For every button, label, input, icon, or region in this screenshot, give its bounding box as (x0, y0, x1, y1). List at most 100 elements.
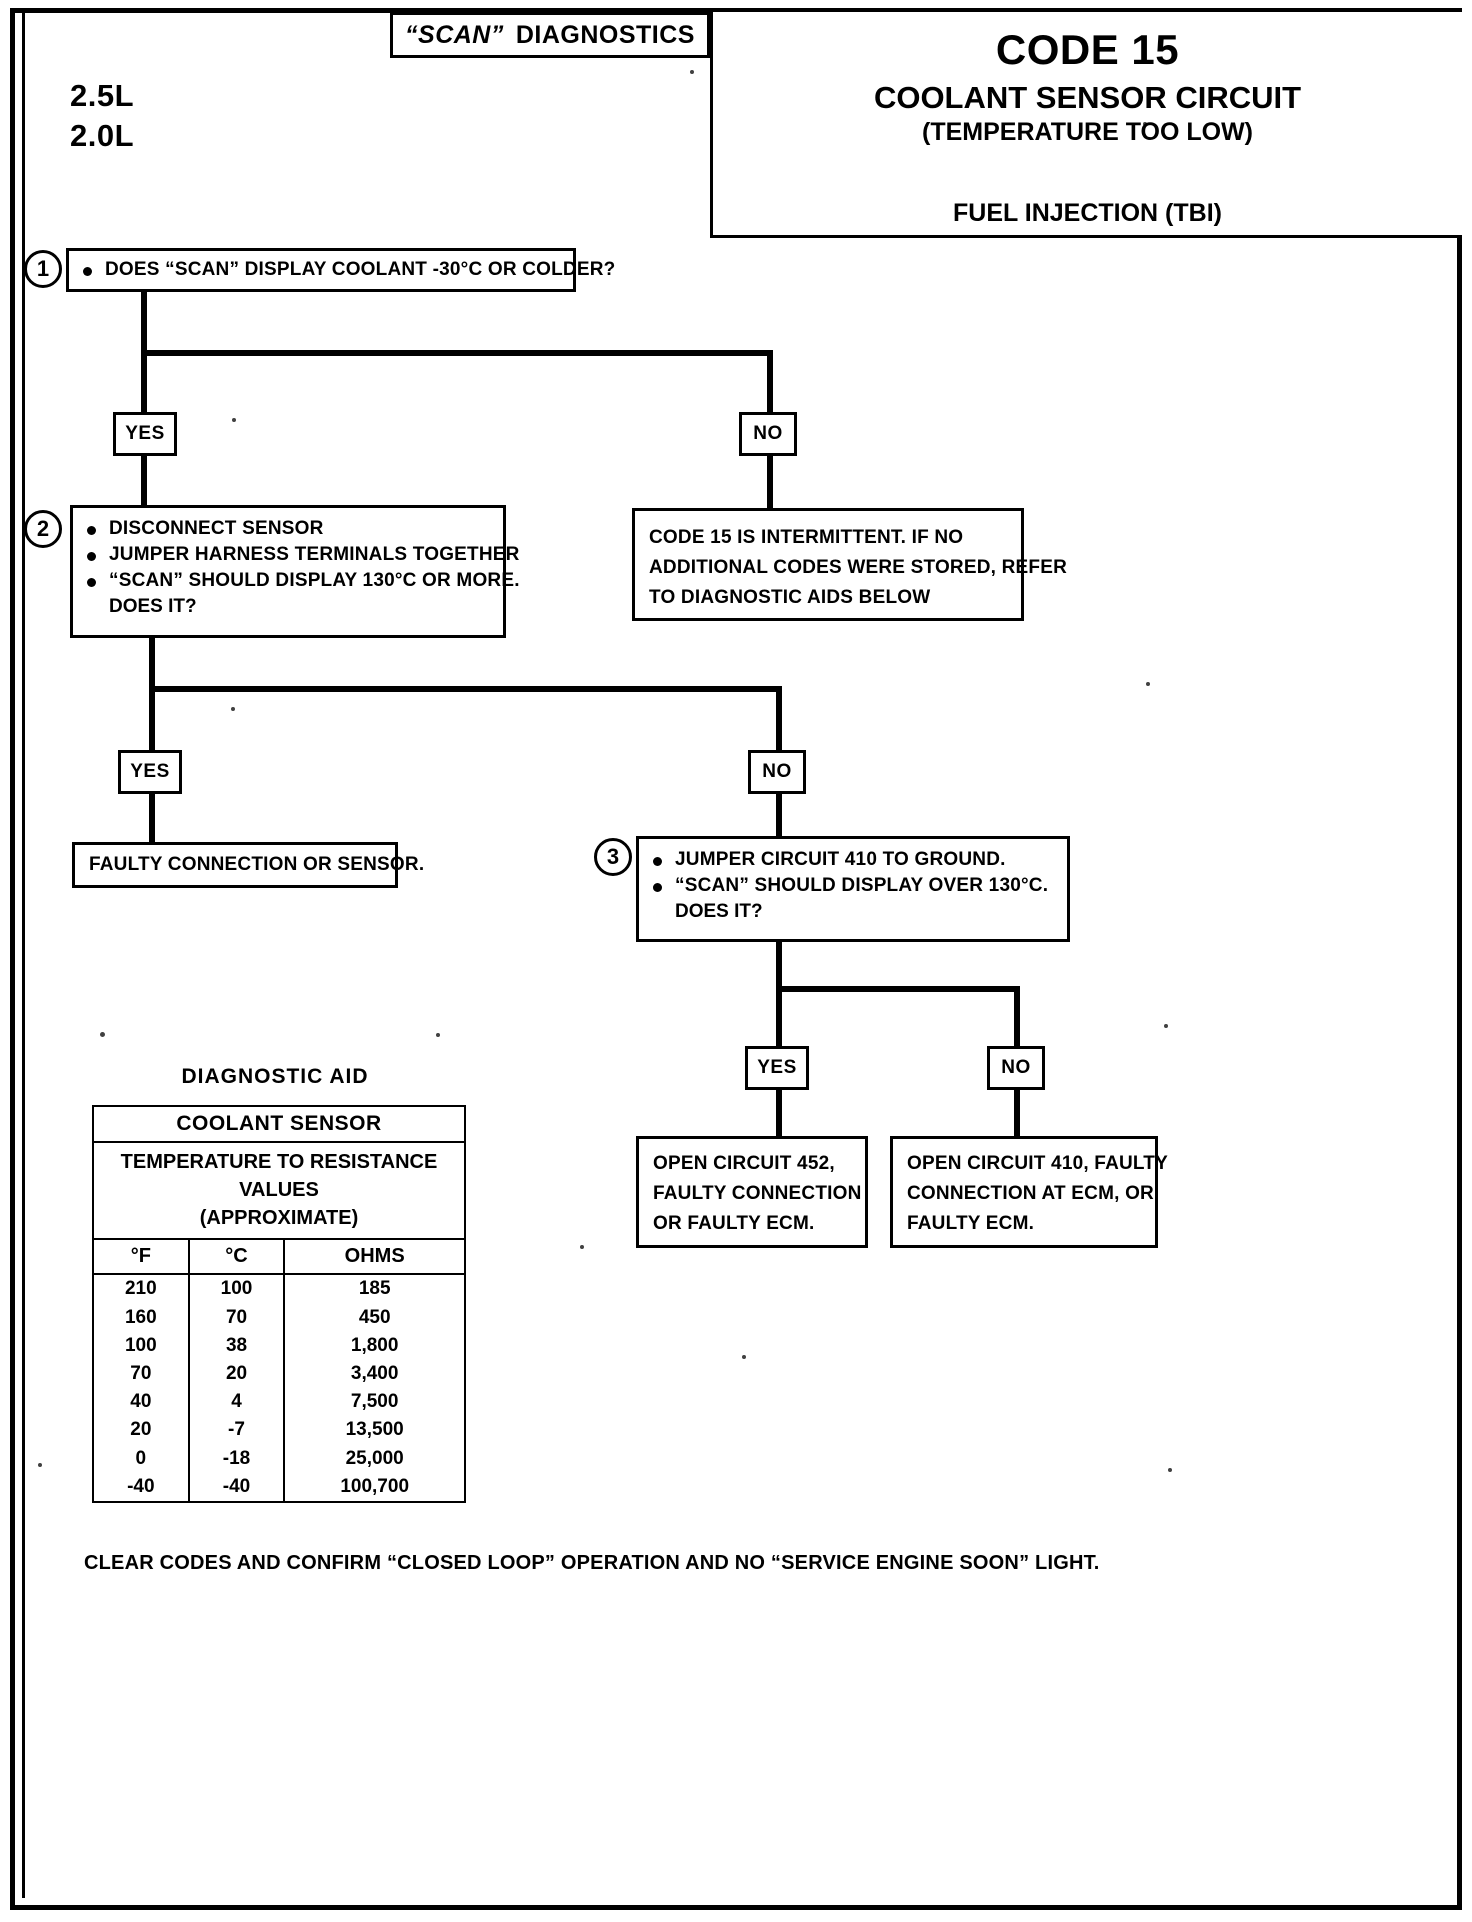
branch-no-1: NO (739, 412, 797, 456)
bullet-icon (73, 568, 109, 594)
result-452-line-2: FAULTY CONNECTION (653, 1183, 862, 1204)
step-3-instruction-2: “SCAN” SHOULD DISPLAY OVER 130°C. (675, 875, 1049, 896)
table-title: COOLANT SENSOR (92, 1104, 466, 1144)
branch-no-1-label: NO (753, 423, 783, 444)
result-452-line-3: OR FAULTY ECM. (653, 1213, 815, 1234)
step-2-number: 2 (36, 516, 50, 541)
code-subtitle-condition: (TEMPERATURE TOO LOW) (922, 118, 1253, 146)
cell-f: 20 (92, 1416, 190, 1445)
cell-c: 70 (187, 1303, 286, 1332)
connector-yes1-to-step2 (141, 456, 147, 512)
scan-word: “SCAN” (405, 20, 504, 49)
result-intermittent-line-1: CODE 15 IS INTERMITTENT. IF NO (649, 527, 964, 548)
page-border (10, 8, 1462, 1910)
result-410-line-3: FAULTY ECM. (907, 1213, 1035, 1234)
code-title: CODE 15 (995, 26, 1180, 73)
cell-f: 100 (92, 1331, 190, 1360)
step-1-number-circle: 1 (24, 250, 62, 288)
branch-yes-2-label: YES (130, 761, 170, 782)
cell-c: -18 (187, 1444, 286, 1473)
result-faulty-connection-box: FAULTY CONNECTION OR SENSOR. (72, 842, 425, 888)
coolant-sensor-resistance-table-wrap: COOLANT SENSOR TEMPERATURE TO RESISTANCE… (92, 1104, 466, 1504)
scan-speckle (690, 70, 694, 74)
connector-yes3-to-result (776, 1090, 782, 1138)
cell-c: -7 (187, 1416, 286, 1445)
connector-no3-to-result (1014, 1090, 1020, 1138)
diagnostics-word: DIAGNOSTICS (515, 20, 695, 49)
scan-speckle (742, 1355, 746, 1359)
column-header-c: °C (187, 1237, 286, 1276)
table-row: -40 -40 100,700 (92, 1472, 466, 1504)
cell-ohms: 25,000 (283, 1444, 466, 1473)
scan-speckle (38, 1463, 42, 1467)
result-intermittent-line-2: ADDITIONAL CODES WERE STORED, REFER (649, 557, 1067, 578)
step-3-instruction-1: JUMPER CIRCUIT 410 TO GROUND. (675, 849, 1006, 870)
branch-no-3: NO (987, 1046, 1045, 1090)
step-2-instruction-2: JUMPER HARNESS TERMINALS TOGETHER (109, 544, 520, 565)
table-subtitle: TEMPERATURE TO RESISTANCE VALUES (APPROX… (92, 1141, 466, 1240)
connector-step1-down (141, 292, 147, 354)
step-1-number: 1 (36, 256, 50, 281)
cell-ohms: 185 (283, 1274, 466, 1304)
step-3-number-circle: 3 (594, 838, 632, 876)
connector-step1-yes-down (141, 350, 147, 412)
cell-c: 38 (187, 1331, 286, 1360)
bullet-spacer (73, 594, 109, 620)
step-1-question: DOES “SCAN” DISPLAY COOLANT -30°C OR COL… (105, 259, 616, 280)
cell-ohms: 1,800 (283, 1331, 466, 1360)
connector-step3-split (776, 986, 1020, 992)
result-410-line-2: CONNECTION AT ECM, OR (907, 1183, 1154, 1204)
table-title-row: COOLANT SENSOR (92, 1104, 466, 1144)
scan-speckle (1164, 1024, 1168, 1028)
connector-no1-to-intermittent (767, 456, 773, 512)
result-faulty-connection-text: FAULTY CONNECTION OR SENSOR. (89, 854, 425, 875)
scan-diagnostics-title-box: “SCAN” DIAGNOSTICS (390, 12, 710, 58)
step-3-box: JUMPER CIRCUIT 410 TO GROUND. “SCAN” SHO… (636, 836, 1070, 942)
connector-step2-no-down (776, 686, 782, 750)
step-1-box: DOES “SCAN” DISPLAY COOLANT -30°C OR COL… (66, 248, 615, 292)
scan-speckle (436, 1033, 440, 1037)
step-2-instruction-1: DISCONNECT SENSOR (109, 518, 324, 539)
result-open-circuit-452-box: OPEN CIRCUIT 452, FAULTY CONNECTION OR F… (636, 1136, 868, 1248)
table-row: 160 70 450 (92, 1303, 466, 1332)
cell-f: 210 (92, 1274, 190, 1304)
cell-c: -40 (187, 1472, 286, 1504)
cell-f: 40 (92, 1388, 190, 1417)
engine-size-20l: 2.0L (70, 118, 135, 153)
table-row: 0 -18 25,000 (92, 1444, 466, 1473)
branch-yes-2: YES (118, 750, 182, 794)
connector-yes2-to-result (149, 794, 155, 844)
scan-speckle (100, 1032, 105, 1037)
bullet-icon (639, 847, 675, 873)
connector-step3-down (776, 942, 782, 992)
bullet-icon (69, 257, 105, 283)
branch-no-2: NO (748, 750, 806, 794)
step-2-question: DOES IT? (109, 596, 197, 617)
result-open-circuit-410-box: OPEN CIRCUIT 410, FAULTY CONNECTION AT E… (890, 1136, 1168, 1248)
scan-speckle (1146, 682, 1150, 686)
step-2-number-circle: 2 (24, 510, 62, 548)
bullet-spacer (639, 899, 675, 925)
result-410-line-1: OPEN CIRCUIT 410, FAULTY (907, 1153, 1168, 1174)
diagnostic-aid-label: DIAGNOSTIC AID (181, 1065, 369, 1088)
cell-c: 4 (187, 1388, 286, 1417)
coolant-sensor-resistance-table: COOLANT SENSOR TEMPERATURE TO RESISTANCE… (92, 1104, 466, 1504)
column-header-f: °F (92, 1237, 190, 1276)
footer-note: CLEAR CODES AND CONFIRM “CLOSED LOOP” OP… (84, 1552, 1100, 1574)
table-header-row: °F °C OHMS (92, 1237, 466, 1276)
cell-f: 0 (92, 1444, 190, 1473)
table-row: 40 4 7,500 (92, 1388, 466, 1417)
page-border-inner-rule (22, 8, 1450, 1898)
column-header-ohms: OHMS (283, 1237, 466, 1276)
cell-f: -40 (92, 1472, 190, 1504)
bullet-icon (73, 516, 109, 542)
branch-yes-1: YES (113, 412, 177, 456)
result-intermittent-box: CODE 15 IS INTERMITTENT. IF NO ADDITIONA… (632, 508, 1067, 621)
cell-ohms: 13,500 (283, 1416, 466, 1445)
table-subtitle-line-2: (APPROXIMATE) (199, 1206, 359, 1229)
cell-ohms: 3,400 (283, 1359, 466, 1389)
engine-size-25l: 2.5L (70, 78, 135, 113)
cell-c: 20 (187, 1359, 286, 1389)
cell-f: 70 (92, 1359, 190, 1389)
